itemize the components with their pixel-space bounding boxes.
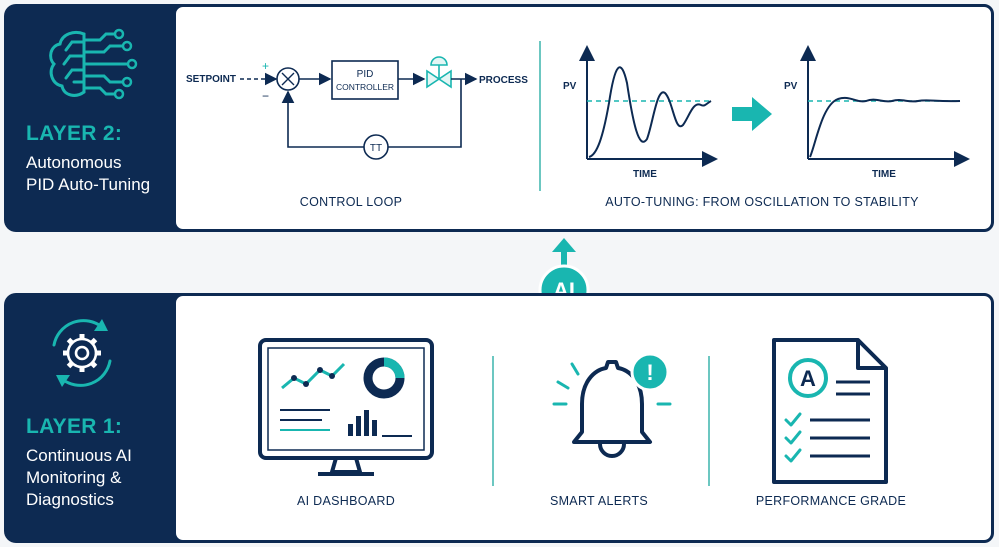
alert-badge <box>630 352 670 392</box>
layer-2-divider <box>539 41 541 191</box>
control-valve-icon <box>426 56 452 89</box>
layer-1-title: LAYER 1: <box>26 415 123 438</box>
minus-sign: − <box>262 89 269 103</box>
layer-1-desc-line: Monitoring & <box>26 468 122 487</box>
pv-axis-label: PV <box>784 81 798 92</box>
performance-grade-caption: PERFORMANCE GRADE <box>755 494 907 508</box>
layer-2-description: Autonomous PID Auto-Tuning <box>26 152 150 196</box>
grade-report-icon: A <box>772 338 888 484</box>
time-axis-label: TIME <box>872 169 896 180</box>
layer-1-description: Continuous AI Monitoring & Diagnostics <box>26 445 132 511</box>
tt-label: TT <box>370 143 382 154</box>
control-loop-diagram: SETPOINT + − PID CONTROLLER PROCESS TT <box>186 56 528 160</box>
layer-1-desc-line: Diagnostics <box>26 490 114 509</box>
layer-2-desc-line: PID Auto-Tuning <box>26 175 151 194</box>
layer-1-divider <box>708 356 710 486</box>
layer-1-divider <box>492 356 494 486</box>
smart-alerts-caption: SMART ALERTS <box>549 494 649 508</box>
ai-brain-icon <box>49 28 138 100</box>
stable-plot: PV TIME <box>784 45 970 180</box>
layer-2-block: LAYER 2: Autonomous PID Auto-Tuning SETP… <box>4 4 994 232</box>
alert-badge-label: ! <box>646 360 653 385</box>
pid-controller-box <box>331 60 399 100</box>
layer-2-panel: SETPOINT + − PID CONTROLLER PROCESS TT <box>173 4 994 232</box>
layer-2-title: LAYER 2: <box>26 122 123 145</box>
time-axis-label: TIME <box>633 169 657 180</box>
right-arrow-icon <box>732 97 772 131</box>
oscillating-response-curve <box>588 66 712 158</box>
dashboard-monitor-icon <box>258 338 434 476</box>
pv-axis-label: PV <box>563 81 577 92</box>
process-label: PROCESS <box>479 75 528 86</box>
ai-dashboard-caption: AI DASHBOARD <box>296 494 396 508</box>
controller-label: CONTROLLER <box>336 82 394 92</box>
pid-label: PID <box>357 69 374 80</box>
auto-tuning-caption: AUTO-TUNING: FROM OSCILLATION TO STABILI… <box>605 195 919 209</box>
summing-junction <box>276 67 300 91</box>
layer-1-desc-line: Continuous AI <box>26 446 132 465</box>
up-arrow-icon <box>552 238 576 252</box>
layer-2-desc-line: Autonomous <box>26 153 122 172</box>
plus-sign: + <box>262 59 269 73</box>
stable-response-curve <box>809 96 961 158</box>
alert-bell-icon: ! <box>552 352 672 458</box>
grade-letter: A <box>800 366 816 391</box>
setpoint-label: SETPOINT <box>186 74 236 85</box>
gear-cycle-icon <box>52 319 112 387</box>
layer-1-block: LAYER 1: Continuous AI Monitoring & Diag… <box>4 293 994 543</box>
control-loop-caption: CONTROL LOOP <box>299 195 403 209</box>
layer-1-panel: AI DASHBOARD ! SMART ALERTS A <box>173 293 994 543</box>
oscillation-plot: PV TIME <box>563 45 718 180</box>
